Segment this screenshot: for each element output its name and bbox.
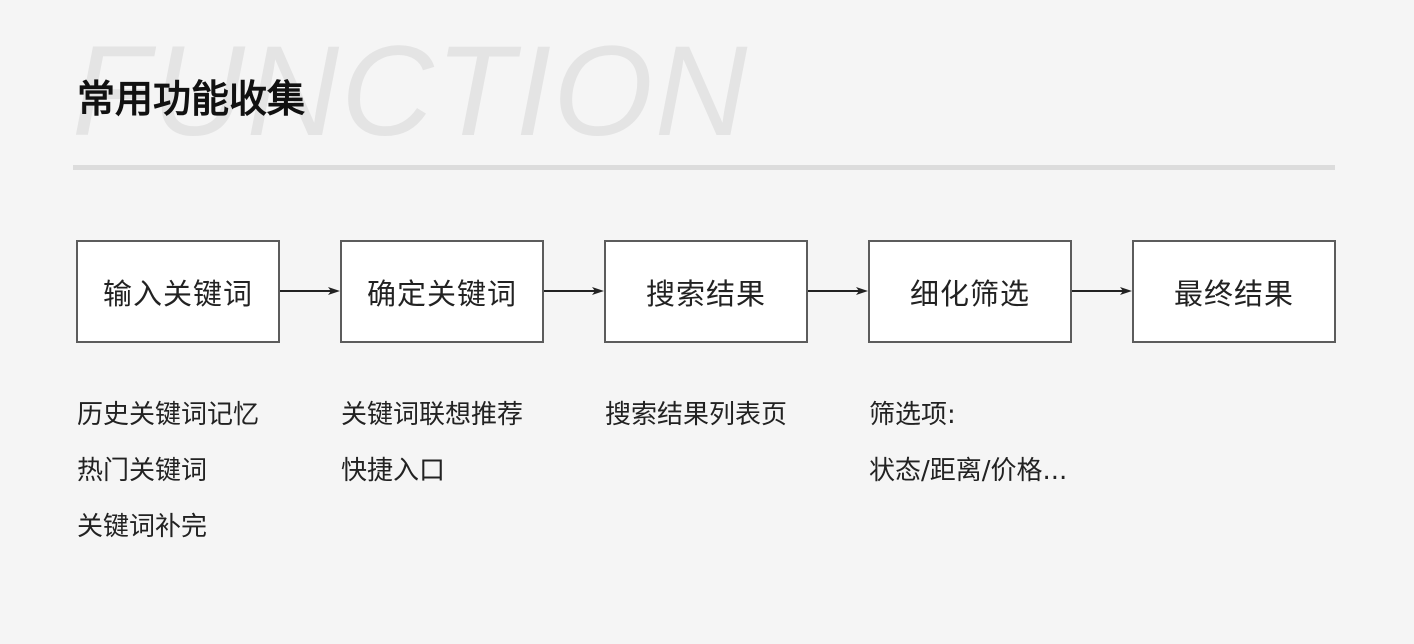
note-item: 关键词补完 [77, 512, 208, 542]
step-box-search-results: 搜索结果 [604, 240, 808, 343]
step-label: 细化筛选 [909, 276, 1030, 311]
note-item: 关键词联想推荐 [341, 400, 524, 430]
note-item: 快捷入口 [341, 456, 446, 486]
arrow-right-icon [544, 287, 604, 295]
step-box-refine-filter: 细化筛选 [868, 240, 1072, 343]
step-label: 确定关键词 [366, 276, 517, 311]
arrow-right-icon [280, 287, 340, 295]
step-label: 最终结果 [1173, 276, 1294, 311]
background-watermark-text: FUNCTION [72, 20, 750, 163]
note-item: 筛选项: [869, 400, 956, 430]
note-item: 搜索结果列表页 [605, 400, 788, 430]
page-title: 常用功能收集 [77, 77, 306, 121]
note-item: 状态/距离/价格... [869, 456, 1068, 486]
note-item: 热门关键词 [77, 456, 208, 486]
arrow-right-icon [808, 287, 868, 295]
step-box-input-keyword: 输入关键词 [76, 240, 280, 343]
step-label: 搜索结果 [645, 276, 766, 311]
step-label: 输入关键词 [102, 276, 253, 311]
step-notes-confirm-keyword: 关键词联想推荐 快捷入口 [341, 387, 523, 499]
step-notes-refine-filter: 筛选项: 状态/距离/价格... [869, 387, 1067, 499]
header-divider [73, 165, 1335, 170]
step-notes-input-keyword: 历史关键词记忆 热门关键词 关键词补完 [77, 387, 259, 555]
step-notes-search-results: 搜索结果列表页 [605, 387, 787, 443]
note-item: 历史关键词记忆 [77, 400, 260, 430]
step-box-final-result: 最终结果 [1132, 240, 1336, 343]
step-box-confirm-keyword: 确定关键词 [340, 240, 544, 343]
arrow-right-icon [1072, 287, 1132, 295]
